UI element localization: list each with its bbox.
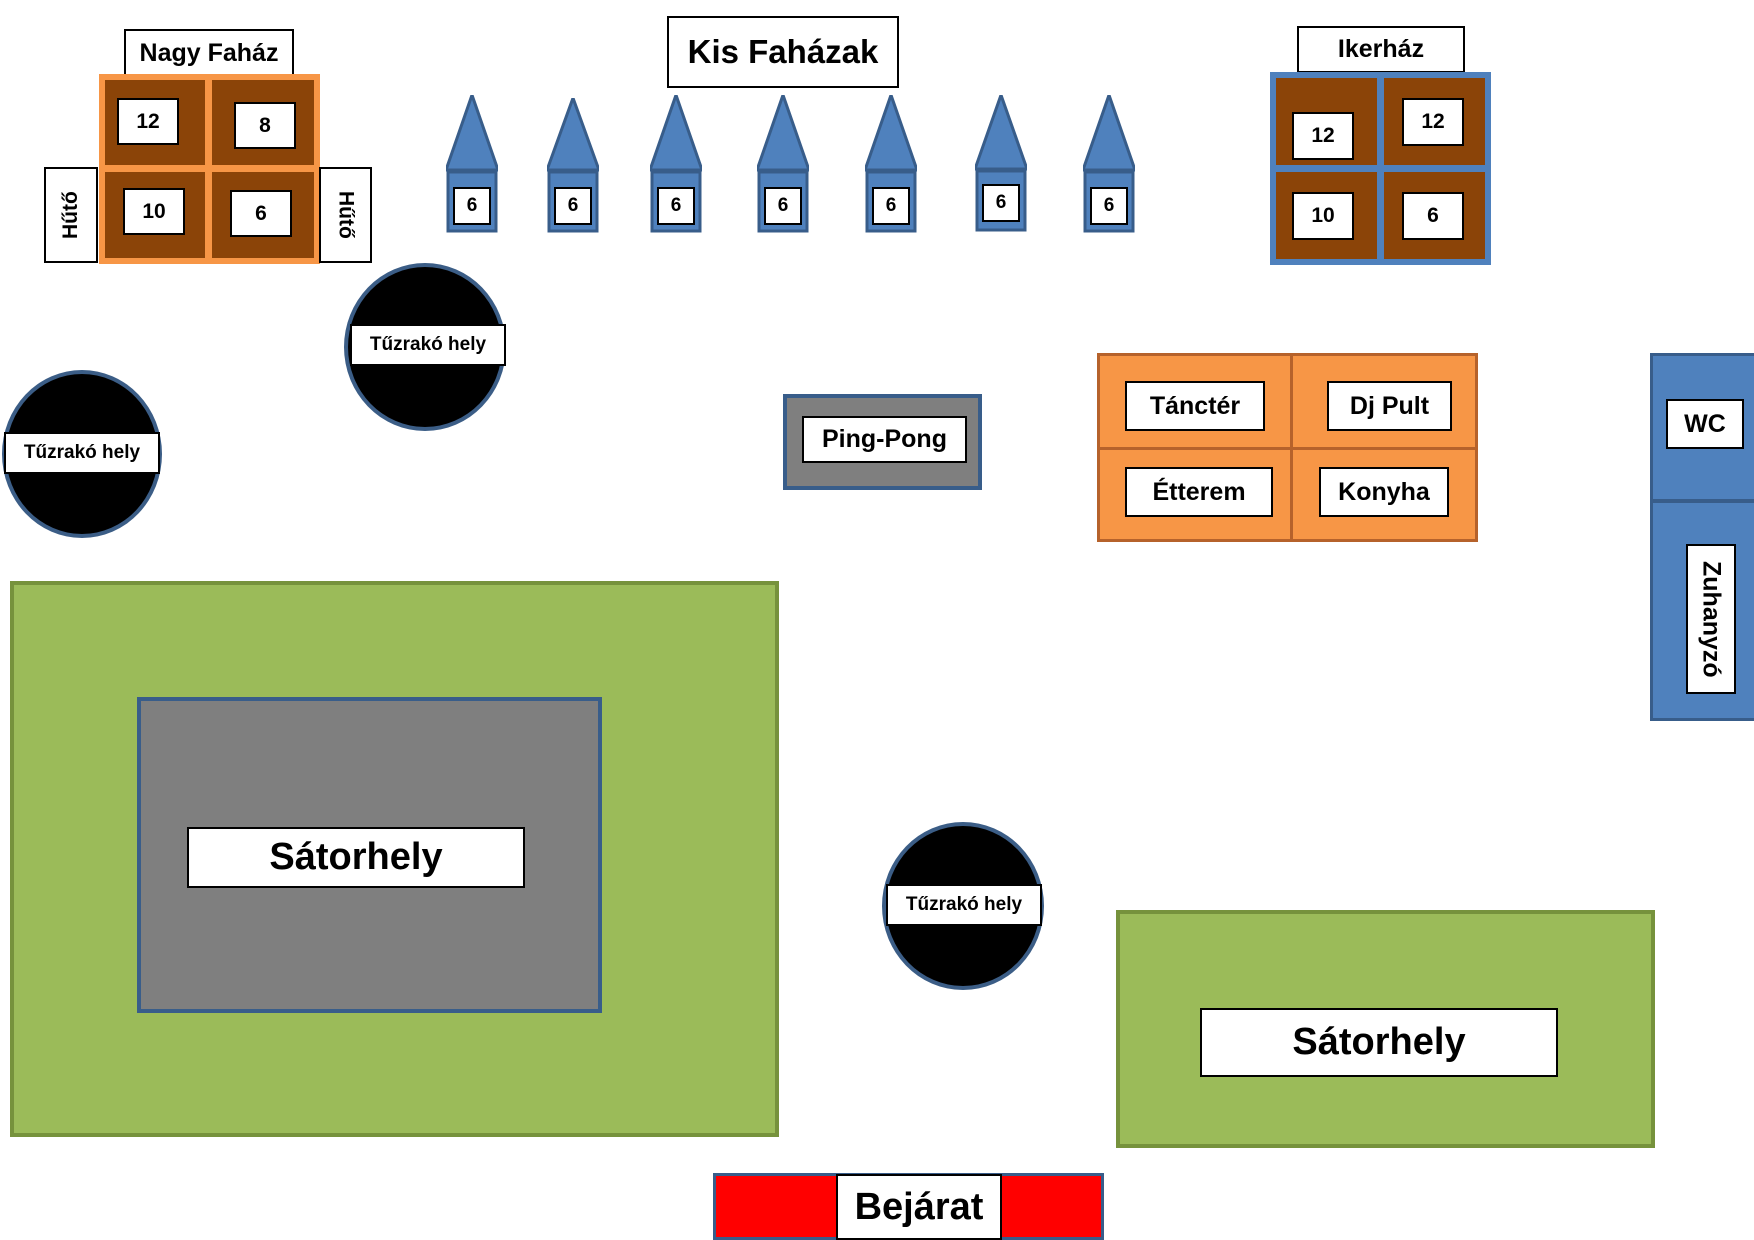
- camping-label: Sátorhely: [187, 827, 525, 888]
- ikerhaz-building[interactable]: 12 12 10 6: [1270, 72, 1491, 265]
- cabin-capacity: 6: [453, 187, 491, 225]
- room-capacity: 10: [1292, 192, 1354, 240]
- kis-fahazak-title: Kis Faházak: [667, 16, 899, 88]
- nagy-fahaz-building[interactable]: 12 8 10 6: [99, 74, 320, 264]
- room-capacity: 6: [1402, 192, 1464, 240]
- dance-floor-label: Tánctér: [1125, 381, 1265, 431]
- restaurant-label: Étterem: [1125, 467, 1273, 517]
- main-hall[interactable]: Tánctér Dj Pult Étterem Konyha: [1097, 353, 1478, 542]
- room-capacity: 6: [230, 190, 292, 237]
- entrance-label: Bejárat: [836, 1174, 1002, 1240]
- fire-pit-label: Tűzrakó hely: [886, 884, 1042, 926]
- wc-label: WC: [1666, 399, 1744, 449]
- small-cabin[interactable]: 6: [757, 95, 809, 233]
- hall-divider-h: [1100, 447, 1475, 450]
- dj-booth-label: Dj Pult: [1327, 381, 1452, 431]
- cabin-capacity: 6: [1090, 187, 1128, 225]
- small-cabin[interactable]: 6: [975, 95, 1027, 232]
- camping-area-large[interactable]: Sátorhely: [10, 581, 779, 1137]
- ping-pong-table[interactable]: Ping-Pong: [783, 394, 982, 490]
- nagy-fahaz-title: Nagy Faház: [124, 29, 294, 77]
- room-capacity: 12: [1292, 112, 1354, 160]
- room-capacity: 12: [1402, 98, 1464, 146]
- room-capacity: 8: [234, 102, 296, 149]
- room-capacity: 10: [123, 188, 185, 235]
- fire-pit-label: Tűzrakó hely: [4, 432, 160, 474]
- fridge-left: Hűtő: [44, 167, 98, 263]
- camping-area-small[interactable]: Sátorhely: [1116, 910, 1655, 1148]
- ikerhaz-title: Ikerház: [1297, 26, 1465, 73]
- small-cabin[interactable]: 6: [1083, 95, 1135, 233]
- camping-label: Sátorhely: [1200, 1008, 1558, 1077]
- kitchen-label: Konyha: [1319, 467, 1449, 517]
- cabin-capacity: 6: [872, 187, 910, 225]
- small-cabin[interactable]: 6: [865, 95, 917, 233]
- sanitary-divider: [1653, 499, 1754, 503]
- entrance[interactable]: Bejárat: [713, 1173, 1104, 1240]
- cabin-capacity: 6: [554, 187, 592, 225]
- cabin-capacity: 6: [764, 187, 802, 225]
- cabin-capacity: 6: [982, 184, 1020, 222]
- small-cabin[interactable]: 6: [446, 95, 498, 233]
- shower-label: Zuhanyzó: [1686, 544, 1736, 694]
- cabin-capacity: 6: [657, 187, 695, 225]
- room-capacity: 12: [117, 98, 179, 145]
- ping-pong-label: Ping-Pong: [802, 416, 967, 463]
- small-cabin[interactable]: 6: [547, 98, 599, 233]
- fire-pit-label: Tűzrakó hely: [350, 324, 506, 366]
- fridge-right: Hűtő: [319, 167, 372, 263]
- sanitary-block[interactable]: WC Zuhanyzó: [1650, 353, 1754, 721]
- small-cabin[interactable]: 6: [650, 95, 702, 233]
